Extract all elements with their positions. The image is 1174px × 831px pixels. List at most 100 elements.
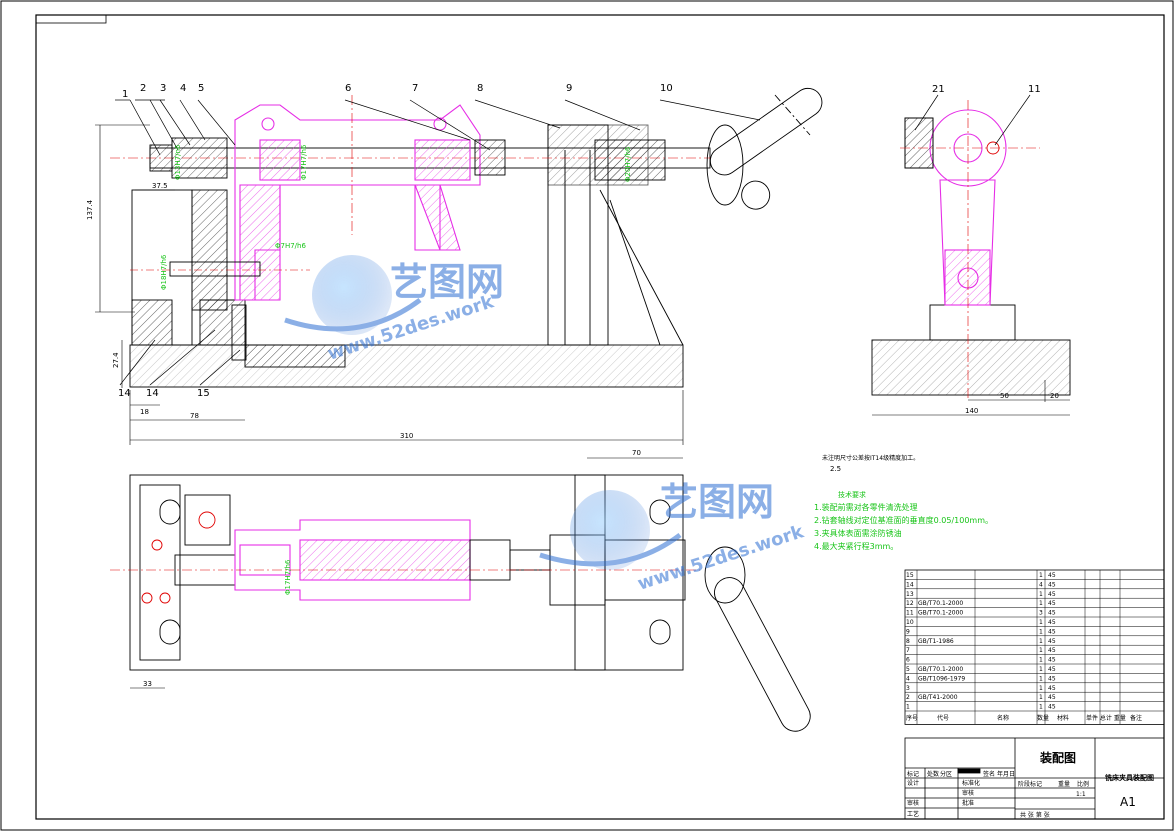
tb-standard: 标准化 xyxy=(962,779,980,787)
dim-height-base: 27.4 xyxy=(112,352,120,368)
bom-qty: 4 xyxy=(1039,581,1043,588)
label-9: 9 xyxy=(566,83,572,94)
dim-d3: 310 xyxy=(400,432,413,440)
bom-no: 3 xyxy=(906,685,910,692)
top-handle xyxy=(714,577,811,732)
tb-zone: 分区 xyxy=(940,770,952,778)
tb-date: 年月日 xyxy=(997,770,1015,778)
bom-no: 1 xyxy=(906,704,910,711)
tb-mark: 标记 xyxy=(907,770,919,778)
label-8: 8 xyxy=(477,83,483,94)
label-13: 14 xyxy=(118,388,131,399)
bom-no: 11 xyxy=(906,610,914,617)
dim-d1: 18 xyxy=(140,408,149,416)
top-labels: 70 33 Φ17H7/h6 xyxy=(143,449,641,688)
black-note-1: 未注明尺寸公差按IT14级精度加工。 xyxy=(822,454,919,462)
label-1: 1 xyxy=(122,89,128,100)
tech-note-1: 1.装配前需对各零件清洗处理 xyxy=(814,502,918,512)
label-14: 14 xyxy=(146,388,159,399)
label-4: 4 xyxy=(180,83,186,94)
label-21: 21 xyxy=(932,84,945,95)
top-clamp-body xyxy=(234,519,471,601)
top-tol: Φ17H7/h6 xyxy=(284,559,292,595)
bom-qty: 1 xyxy=(1039,628,1043,635)
tb-stage: 阶段标记 xyxy=(1018,780,1042,788)
drawing-name: 装配图 xyxy=(1039,750,1076,765)
bom-no: 9 xyxy=(906,628,910,635)
side-view xyxy=(871,94,1071,416)
bom-mat: 45 xyxy=(1048,600,1056,607)
side-dim-2: 20 xyxy=(1050,392,1059,400)
bom-mat: 45 xyxy=(1048,619,1056,626)
bom-no: 10 xyxy=(906,619,914,626)
bom-mat: 45 xyxy=(1048,694,1056,701)
label-10: 10 xyxy=(660,83,673,94)
bom-code: GB/T41-2000 xyxy=(918,694,958,701)
dim-offset: 37.5 xyxy=(152,182,168,190)
top-dim-1: 70 xyxy=(632,449,641,457)
bom-qty: 1 xyxy=(1039,666,1043,673)
bom-mat: 45 xyxy=(1048,685,1056,692)
bom-qty: 1 xyxy=(1039,638,1043,645)
front-dimensions xyxy=(95,124,684,445)
bom-no: 6 xyxy=(906,657,910,664)
bom-no: 13 xyxy=(906,591,914,598)
bom-code: GB/T70.1-2000 xyxy=(918,610,963,617)
watermark-cn: 艺图网 xyxy=(390,260,504,304)
tech-note-4: 4.最大夹紧行程3mm。 xyxy=(814,541,898,551)
top-view xyxy=(110,457,811,732)
top-base xyxy=(129,474,684,671)
part-name: 铣床夹具装配图 xyxy=(1104,773,1154,782)
sheet-size: A1 xyxy=(1120,795,1136,809)
dim-height-total: 137.4 xyxy=(86,199,94,220)
tb-process: 工艺 xyxy=(907,810,919,818)
bom-mat: 45 xyxy=(1048,638,1056,645)
tb-weight: 重量 xyxy=(1058,780,1070,788)
bom-qty: 1 xyxy=(1039,591,1043,598)
front-view xyxy=(95,87,823,445)
bom-header-qty: 数量 xyxy=(1037,714,1049,722)
top-dim-2: 33 xyxy=(143,680,152,688)
bom-code: GB/T1-1986 xyxy=(918,638,954,645)
bom-mat: 45 xyxy=(1048,591,1056,598)
tol-1: Φ13H7/n6 xyxy=(174,144,182,180)
bom-mat: 45 xyxy=(1048,704,1056,711)
bom-qty: 1 xyxy=(1039,675,1043,682)
label-2: 2 xyxy=(140,83,146,94)
label-7: 7 xyxy=(412,83,418,94)
bom-header-mat: 材料 xyxy=(1057,714,1069,722)
bom-code: GB/T1096-1979 xyxy=(918,675,965,682)
notes: 未注明尺寸公差按IT14级精度加工。 2.5 技术要求 1.装配前需对各零件清洗… xyxy=(814,454,993,551)
bom-mat: 45 xyxy=(1048,666,1056,673)
side-clamp-arm xyxy=(929,109,1007,306)
tb-approve: 批准 xyxy=(962,799,974,807)
bom-qty: 1 xyxy=(1039,685,1043,692)
front-handle xyxy=(709,87,823,210)
bom-header-weight: 单件 总计 重量 xyxy=(1086,714,1126,722)
bom-mat: 45 xyxy=(1048,572,1056,579)
bom-header-name: 名称 xyxy=(997,714,1009,722)
bom-mat: 45 xyxy=(1048,610,1056,617)
label-11: 11 xyxy=(1028,84,1041,95)
tb-ratio: 1:1 xyxy=(1076,791,1086,798)
tech-note-2: 2.钻套轴线对定位基准面的垂直度0.05/100mm。 xyxy=(814,515,993,525)
side-labels: 21 11 50 20 140 xyxy=(932,84,1059,415)
bom-qty: 1 xyxy=(1039,694,1043,701)
watermark-logo-2: 艺图网 www.52des.work xyxy=(539,480,807,595)
bom-no: 12 xyxy=(906,600,914,607)
bom-qty: 1 xyxy=(1039,572,1043,579)
label-3: 3 xyxy=(160,83,166,94)
bom-code: GB/T70.1-2000 xyxy=(918,600,963,607)
tech-note-3: 3.夹具体表面需涂防锈油 xyxy=(814,528,902,538)
tol-3: Φ20H7/h6 xyxy=(624,146,632,182)
bom-mat: 45 xyxy=(1048,657,1056,664)
title-block xyxy=(904,737,1165,820)
watermark-cn-2: 艺图网 xyxy=(660,480,774,524)
bom-header-note: 备注 xyxy=(1130,714,1142,722)
bom-qty: 1 xyxy=(1039,647,1043,654)
tech-heading: 技术要求 xyxy=(838,490,866,499)
side-dim-3: 140 xyxy=(965,407,978,415)
tb-sign: 签名 xyxy=(983,770,995,778)
bom-no: 15 xyxy=(906,572,914,579)
